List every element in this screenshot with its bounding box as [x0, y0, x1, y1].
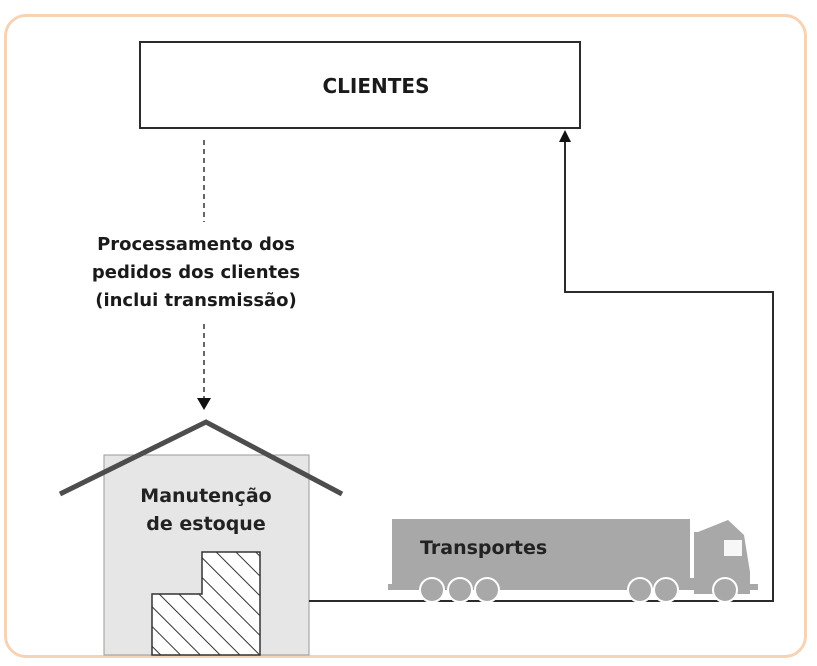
- warehouse-line-1: Manutenção: [140, 485, 271, 507]
- stock-hatch-icon: [151, 551, 261, 656]
- truck-cab: [694, 520, 750, 594]
- warehouse: Manutenção de estoque: [58, 419, 344, 656]
- clients-label: CLIENTES: [323, 74, 430, 98]
- process-line-1: Processamento dos: [97, 234, 295, 255]
- clients-box: [139, 41, 581, 129]
- transport-flow-line: [309, 140, 774, 602]
- process-line-2: pedidos dos clientes: [92, 262, 300, 283]
- transport-label: Transportes: [420, 537, 547, 559]
- warehouse-line-2: de estoque: [146, 513, 265, 535]
- transport-arrowhead: [559, 130, 571, 142]
- warehouse-roof: [58, 419, 344, 497]
- clients-node: CLIENTES: [139, 41, 581, 129]
- process-arrowhead: [197, 398, 211, 410]
- truck-trailer: [392, 519, 690, 583]
- truck-icon: Transportes: [388, 519, 758, 603]
- process-label: Processamento dos pedidos dos clientes (…: [92, 234, 300, 311]
- process-line-3: (inclui transmissão): [95, 290, 297, 311]
